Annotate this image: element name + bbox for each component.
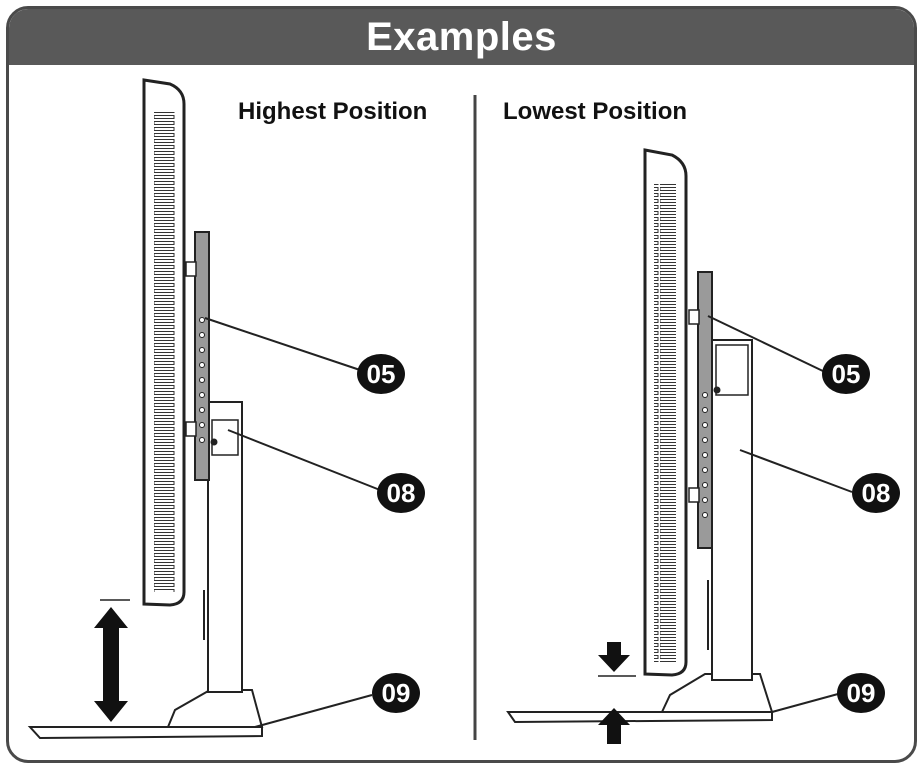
left-monitor-illustration [27,78,381,740]
right-stand-column [711,339,753,681]
right-down-arrow [598,642,630,672]
callout-08-left: 08 [377,473,425,513]
callout-09-left: 09 [372,673,420,713]
right-up-arrow [598,708,630,744]
left-mount-bracket [194,231,210,481]
left-base-foot [166,689,264,728]
callout-08-right: 08 [852,473,900,513]
left-panel-title: Highest Position [238,98,428,125]
header-bar: Examples [9,9,914,65]
callout-09-right: 09 [837,673,885,713]
left-base-plate [27,726,263,740]
left-stand-slider [211,419,239,456]
left-height-arrow [94,607,128,722]
right-panel-title: Lowest Position [503,98,688,125]
left-monitor-vents [153,112,175,592]
callout-05-left: 05 [357,354,405,394]
right-base-plate [506,711,773,724]
right-monitor-vents [654,184,676,662]
header-title: Examples [366,14,557,59]
right-monitor-illustration [506,148,853,744]
callout-05-right: 05 [822,354,870,394]
right-stand-slider [715,344,749,396]
